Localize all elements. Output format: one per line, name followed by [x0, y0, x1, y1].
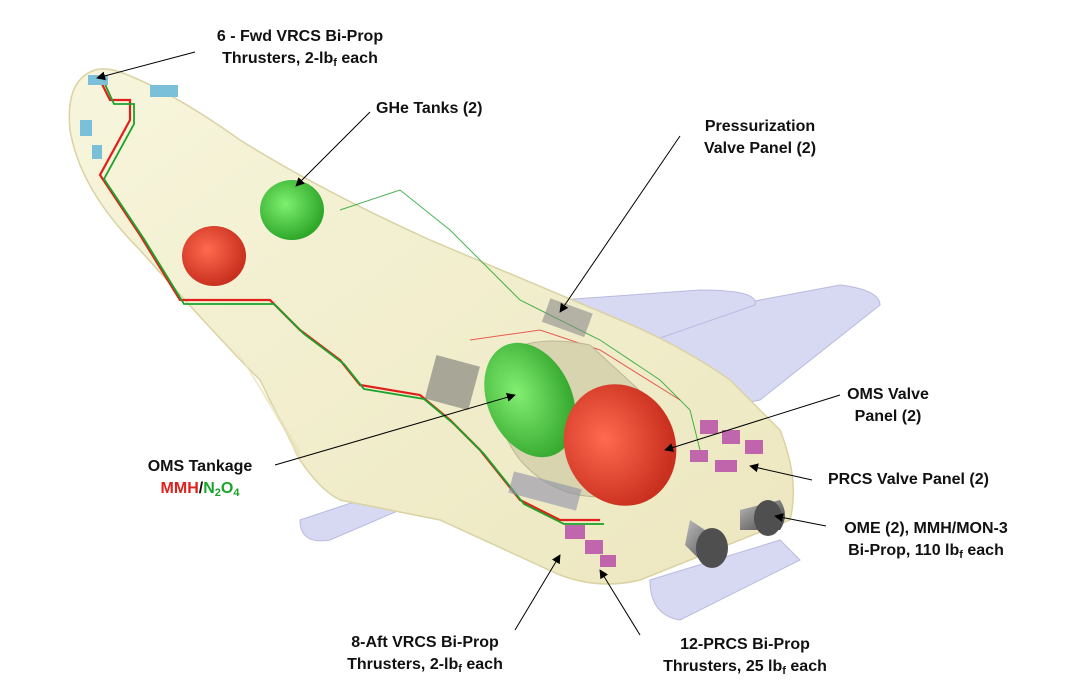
leader-oms-valve — [664, 394, 841, 452]
label-ome-line1: OME (2), MMH/MON-3 — [844, 520, 1008, 537]
label-oms-tankage-line2: MMH/N2O4 — [160, 480, 240, 499]
label-ghe-text: GHe Tanks (2) — [376, 100, 483, 117]
leader-oms-tankage — [274, 392, 516, 466]
upper-wing — [558, 289, 756, 346]
label-aft-vrcs-line1: 8-Aft VRCS Bi-Prop — [351, 634, 499, 651]
label-oms-valve: OMS Valve Panel (2) — [838, 384, 938, 428]
body-flap — [649, 539, 801, 621]
label-press-panel: Pressurization Valve Panel (2) — [680, 116, 840, 160]
n2o4-line — [102, 81, 604, 525]
leader-prcs-thrusters — [599, 569, 641, 636]
ghe-tank — [260, 180, 324, 240]
label-ome: OME (2), MMH/MON-3 Bi-Prop, 110 lbf each — [826, 518, 1026, 562]
press-valve-panel — [541, 298, 593, 338]
label-prcs-thrusters: 12-PRCS Bi-Prop Thrusters, 25 lbf each — [640, 634, 850, 678]
label-prcs-thrusters-line2: Thrusters, 25 lbf each — [663, 658, 827, 677]
oms-valve-block — [424, 355, 480, 411]
label-fwd-vrcs-line1: 6 - Fwd VRCS Bi-Prop — [216, 28, 384, 45]
label-aft-vrcs-line2: Thrusters, 2-lbf each — [347, 656, 503, 675]
label-oms-valve-line1: OMS Valve — [847, 386, 929, 403]
leader-fwd-vrcs — [96, 51, 196, 81]
label-prcs-valve-text: PRCS Valve Panel (2) — [828, 471, 989, 488]
leader-prcs-valve — [749, 463, 813, 481]
label-press-line1: Pressurization — [704, 118, 816, 135]
ventral-keel — [230, 340, 300, 458]
mmh-forward-tank — [182, 226, 246, 286]
label-press-line2: Valve Panel (2) — [703, 140, 817, 157]
leader-ome — [774, 513, 827, 527]
label-oms-valve-line2: Panel (2) — [854, 408, 922, 425]
leader-aft-vrcs — [514, 554, 561, 631]
label-ome-line2: Bi-Prop, 110 lbf each — [848, 542, 1004, 561]
leader-ghe — [295, 111, 371, 187]
label-fwd-vrcs: 6 - Fwd VRCS Bi-Prop Thrusters, 2-lbf ea… — [200, 26, 400, 70]
label-ghe-tanks: GHe Tanks (2) — [376, 98, 482, 120]
label-aft-vrcs: 8-Aft VRCS Bi-Prop Thrusters, 2-lbf each — [325, 632, 525, 676]
leader-press-panel — [559, 135, 681, 313]
label-prcs-thrusters-line1: 12-PRCS Bi-Prop — [680, 636, 810, 653]
label-fwd-vrcs-line2: Thrusters, 2-lbf each — [222, 50, 378, 69]
label-oms-tankage: OMS Tankage MMH/N2O4 — [130, 456, 270, 500]
oms-tank — [484, 340, 677, 506]
label-prcs-valve: PRCS Valve Panel (2) — [828, 469, 989, 491]
label-oms-tankage-line1: OMS Tankage — [147, 458, 253, 475]
plate — [508, 471, 582, 511]
aft-thruster-cluster — [565, 420, 763, 567]
